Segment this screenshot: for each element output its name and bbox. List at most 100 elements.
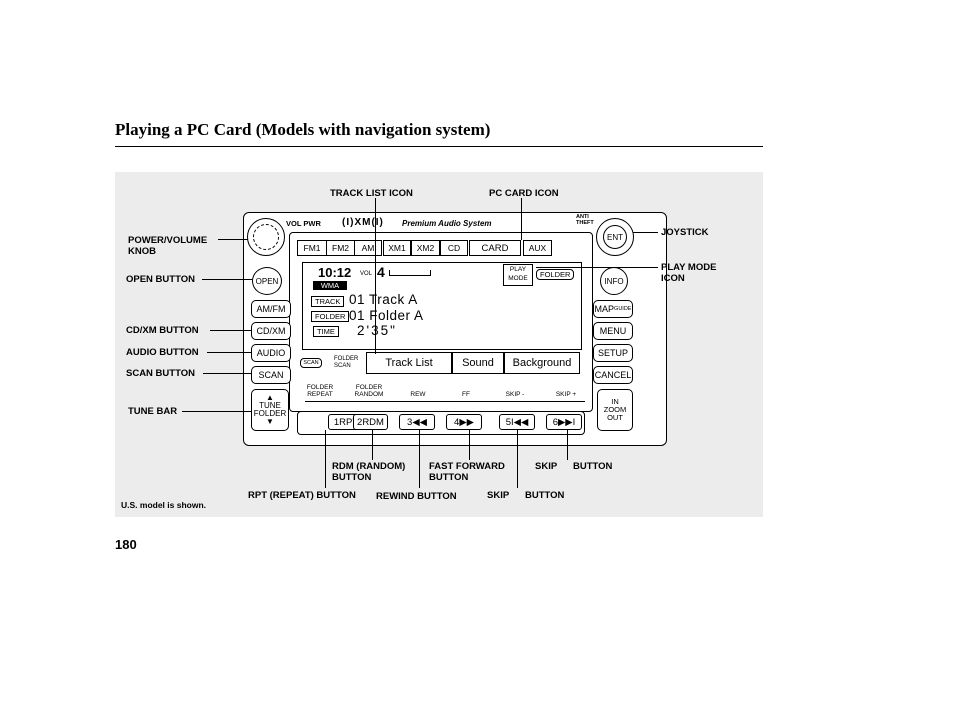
- track-value: 01 Track A: [349, 292, 418, 307]
- folder-random-label: FOLDER RANDOM: [354, 384, 384, 398]
- scan-button[interactable]: SCAN: [251, 366, 291, 384]
- page-title: Playing a PC Card (Models with navigatio…: [115, 120, 491, 139]
- map-label: MAP: [594, 304, 615, 314]
- folder-value: 01 Folder A: [349, 308, 424, 323]
- open-button[interactable]: OPEN: [252, 267, 282, 295]
- skip-plus-label: SKIP +: [555, 391, 577, 398]
- play-mode-line1: PLAY: [509, 266, 527, 273]
- callout-skip-2: SKIP: [487, 490, 510, 501]
- info-button[interactable]: INFO: [600, 267, 628, 295]
- tune-folder-bar[interactable]: ▲ TUNE FOLDER ▼: [251, 389, 289, 431]
- play-mode-line2: MODE: [508, 275, 528, 282]
- wma-badge: WMA: [313, 281, 347, 290]
- down-arrow-icon: ▼: [266, 417, 274, 426]
- figure-note: U.S. model is shown.: [121, 500, 207, 510]
- rew-label: REW: [410, 391, 426, 398]
- leader-line: [521, 198, 522, 240]
- skip-minus-label: SKIP -: [505, 391, 525, 398]
- leader-line: [536, 267, 658, 268]
- cancel-button[interactable]: CANCEL: [593, 366, 633, 384]
- callout-rpt-button: RPT (REPEAT) BUTTON: [248, 490, 356, 501]
- folder-scan-label: FOLDER SCAN: [334, 356, 359, 369]
- preset-bar: [297, 411, 585, 435]
- zoom-label: ZOOM: [603, 405, 627, 414]
- leader-line: [325, 430, 326, 488]
- function-underlines: [305, 400, 585, 402]
- preset-4-ff-button[interactable]: 4▶▶: [446, 414, 482, 430]
- volume-bar-icon: [389, 270, 431, 276]
- callout-power-volume-knob: POWER/VOLUME KNOB: [128, 235, 208, 257]
- callout-play-mode-icon: PLAY MODE ICON: [661, 262, 717, 284]
- tune-label: TUNE: [259, 401, 281, 410]
- callout-audio-button: AUDIO BUTTON: [126, 347, 199, 358]
- callout-skip-1: SKIP: [535, 461, 558, 472]
- up-arrow-icon: ▲: [266, 393, 274, 402]
- brand-label: Premium Audio System: [402, 219, 492, 228]
- leader-line: [372, 430, 373, 460]
- cd-xm-button[interactable]: CD/XM: [251, 322, 291, 340]
- softkey-track-list[interactable]: Track List: [366, 352, 452, 374]
- preset-3-rew-button[interactable]: 3◀◀: [399, 414, 435, 430]
- ent-button[interactable]: ENT: [603, 225, 627, 249]
- vol-value: 4: [377, 264, 385, 280]
- display-screen: [302, 262, 582, 350]
- leader-line: [633, 232, 658, 233]
- callout-button-2: BUTTON: [525, 490, 565, 501]
- folder-label: FOLDER: [253, 409, 287, 418]
- callout-track-list-icon: TRACK LIST ICON: [330, 188, 413, 199]
- play-mode-icon[interactable]: PLAY MODE: [503, 264, 533, 286]
- callout-scan-button: SCAN BUTTON: [126, 368, 195, 379]
- leader-line: [218, 239, 248, 240]
- band-fm2-button[interactable]: FM2: [326, 240, 355, 256]
- leader-line: [210, 330, 251, 331]
- band-card-button[interactable]: CARD: [469, 240, 521, 256]
- audio-button[interactable]: AUDIO: [251, 344, 291, 362]
- ff-label: FF: [462, 391, 470, 398]
- leader-line: [203, 373, 251, 374]
- vol-pwr-label: VOL PWR: [286, 219, 321, 228]
- power-volume-knob[interactable]: [247, 218, 285, 256]
- callout-rewind-button: REWIND BUTTON: [376, 491, 457, 502]
- clock: 10:12: [318, 265, 352, 280]
- anti-theft-label: ANTI THEFT: [576, 214, 594, 226]
- softkey-background[interactable]: Background: [504, 352, 580, 374]
- leader-line: [517, 430, 518, 488]
- scan-small-button[interactable]: SCAN: [300, 358, 322, 368]
- band-cd-button[interactable]: CD: [440, 240, 468, 256]
- vol-label: VOL: [360, 271, 373, 277]
- band-aux-button[interactable]: AUX: [523, 240, 552, 256]
- zoom-button[interactable]: IN ZOOM OUT: [597, 389, 633, 431]
- out-label: OUT: [607, 413, 623, 422]
- band-xm2-button[interactable]: XM2: [411, 240, 440, 256]
- setup-button[interactable]: SETUP: [593, 344, 633, 362]
- page-number: 180: [115, 537, 137, 552]
- callout-open-button: OPEN BUTTON: [126, 274, 195, 285]
- knob-inner: [253, 224, 279, 250]
- folder-repeat-label: FOLDER REPEAT: [306, 384, 334, 398]
- preset-2-rdm-button[interactable]: 2RDM: [353, 414, 388, 430]
- in-label: IN: [611, 397, 619, 406]
- callout-button-1: BUTTON: [573, 461, 613, 472]
- folder-mode-tag: FOLDER: [536, 269, 575, 280]
- menu-button[interactable]: MENU: [593, 322, 633, 340]
- leader-line: [202, 279, 252, 280]
- joystick[interactable]: ENT: [596, 218, 634, 256]
- callout-joystick: JOYSTICK: [661, 227, 709, 238]
- track-tag: TRACK: [311, 296, 345, 307]
- preset-5-skip-back-button[interactable]: 5I◀◀: [499, 414, 535, 430]
- am-fm-button[interactable]: AM/FM: [251, 300, 291, 318]
- leader-line: [182, 411, 251, 412]
- preset-6-skip-fwd-button[interactable]: 6▶▶I: [546, 414, 582, 430]
- band-xm1-button[interactable]: XM1: [383, 240, 411, 256]
- band-fm1-button[interactable]: FM1: [297, 240, 327, 256]
- xm-logo: (I)XM(I): [342, 217, 384, 228]
- guide-label: GUIDE: [614, 306, 632, 312]
- band-am-button[interactable]: AM: [354, 240, 382, 256]
- callout-rdm-button: RDM (RANDOM) BUTTON: [332, 461, 406, 483]
- callout-cd-xm-button: CD/XM BUTTON: [126, 325, 199, 336]
- leader-line: [419, 430, 420, 488]
- softkey-sound[interactable]: Sound: [452, 352, 504, 374]
- leader-line: [469, 430, 470, 460]
- time-value: 2'35": [357, 323, 397, 338]
